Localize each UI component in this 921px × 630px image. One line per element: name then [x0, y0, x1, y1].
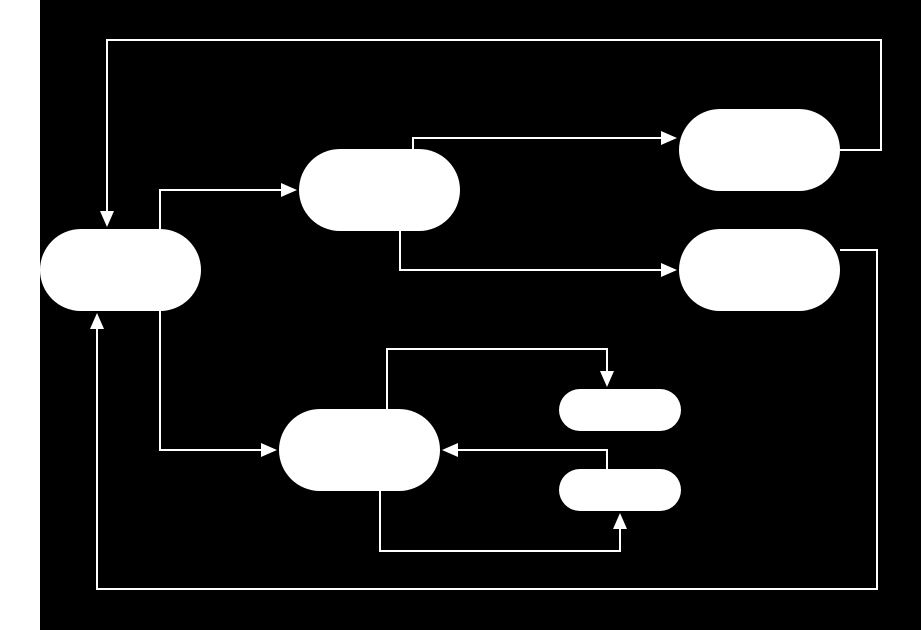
arrowhead-icon	[90, 313, 104, 329]
node-middle-right	[679, 229, 840, 311]
node-shape	[279, 409, 440, 491]
node-bottom-middle	[279, 409, 440, 491]
edge-bottom-middle-to-small-upper	[386, 348, 614, 409]
arrowhead-icon	[613, 513, 627, 529]
edge-left-to-bottom-middle	[159, 311, 277, 457]
node-small-lower	[559, 469, 681, 511]
diagram-svg	[40, 39, 882, 590]
node-shape	[40, 229, 201, 311]
node-shape	[679, 109, 840, 191]
arrowhead-icon	[661, 263, 677, 277]
page-margin	[0, 0, 40, 630]
edge-line	[456, 449, 608, 469]
arrowhead-icon	[100, 211, 114, 227]
edge-line	[159, 189, 283, 229]
node-top-right	[679, 109, 840, 191]
edge-middle-right-to-left	[90, 249, 878, 590]
diagram-canvas	[40, 0, 921, 630]
node-shape	[559, 389, 681, 431]
node-shape	[559, 469, 681, 511]
node-left	[40, 229, 201, 311]
arrowhead-icon	[261, 443, 277, 457]
edge-line	[412, 137, 663, 149]
edge-line	[159, 311, 263, 451]
edges-group	[90, 39, 882, 590]
edge-line	[96, 249, 878, 590]
edge-line	[399, 231, 663, 271]
edge-small-lower-to-bottom-middle	[442, 443, 608, 469]
node-shape	[299, 149, 460, 231]
edge-left-to-top-middle	[159, 183, 297, 229]
edge-line	[379, 491, 621, 552]
edge-top-middle-to-middle-right	[399, 231, 677, 277]
edge-line	[386, 348, 608, 409]
edge-line	[106, 39, 882, 213]
arrowhead-icon	[442, 443, 458, 457]
node-top-middle	[299, 149, 460, 231]
arrowhead-icon	[661, 131, 677, 145]
edge-top-middle-to-top-right	[412, 131, 677, 149]
node-shape	[679, 229, 840, 311]
edge-bottom-middle-to-small-lower	[379, 491, 627, 552]
node-small-upper	[559, 389, 681, 431]
arrowhead-icon	[600, 371, 614, 387]
nodes-group	[40, 109, 840, 511]
arrowhead-icon	[281, 183, 297, 197]
edge-top-right-to-left	[100, 39, 882, 227]
